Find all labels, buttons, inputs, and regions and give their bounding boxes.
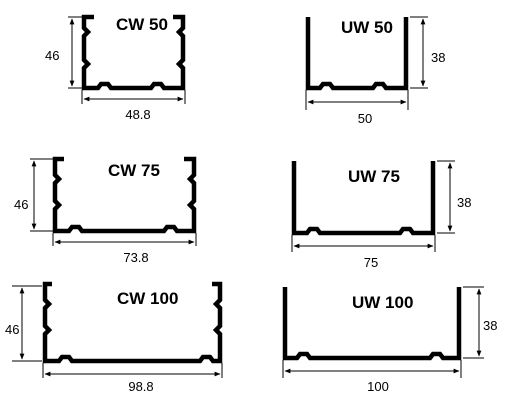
profile-uw75: UW 75 75 38 bbox=[291, 160, 471, 270]
cw75-profile-shape bbox=[52, 156, 197, 234]
uw100-title: UW 100 bbox=[352, 293, 413, 312]
cw75-width-label: 73.8 bbox=[123, 250, 148, 265]
uw50-profile-shape bbox=[305, 17, 409, 91]
uw50-title: UW 50 bbox=[341, 18, 393, 37]
cw50-height-label: 46 bbox=[45, 48, 59, 63]
profile-cw75: CW 75 73.8 46 bbox=[14, 156, 197, 265]
uw75-title: UW 75 bbox=[348, 167, 400, 186]
cw50-width-label: 48.8 bbox=[125, 107, 150, 122]
uw75-height-label: 38 bbox=[457, 195, 471, 210]
cw50-profile-shape bbox=[81, 14, 186, 91]
uw50-height-label: 38 bbox=[431, 50, 445, 65]
profile-cw50: CW 50 48.8 46 bbox=[45, 14, 186, 122]
cw100-height-label: 46 bbox=[5, 322, 19, 337]
cw100-profile-shape bbox=[42, 281, 223, 364]
cw50-title: CW 50 bbox=[116, 15, 168, 34]
uw100-height-label: 38 bbox=[483, 318, 497, 333]
profile-uw50: UW 50 50 38 bbox=[305, 16, 445, 126]
cw75-height-label: 46 bbox=[14, 197, 28, 212]
uw100-width-label: 100 bbox=[367, 379, 389, 394]
uw100-profile-shape bbox=[282, 287, 462, 361]
cw75-title: CW 75 bbox=[108, 161, 160, 180]
profile-uw100: UW 100 100 38 bbox=[282, 286, 497, 394]
uw75-profile-shape bbox=[291, 161, 436, 236]
profile-cw100: CW 100 98.8 46 bbox=[5, 281, 223, 394]
cw100-title: CW 100 bbox=[117, 289, 178, 308]
uw75-width-label: 75 bbox=[364, 255, 378, 270]
cw100-width-label: 98.8 bbox=[128, 379, 153, 394]
uw50-width-label: 50 bbox=[358, 111, 372, 126]
